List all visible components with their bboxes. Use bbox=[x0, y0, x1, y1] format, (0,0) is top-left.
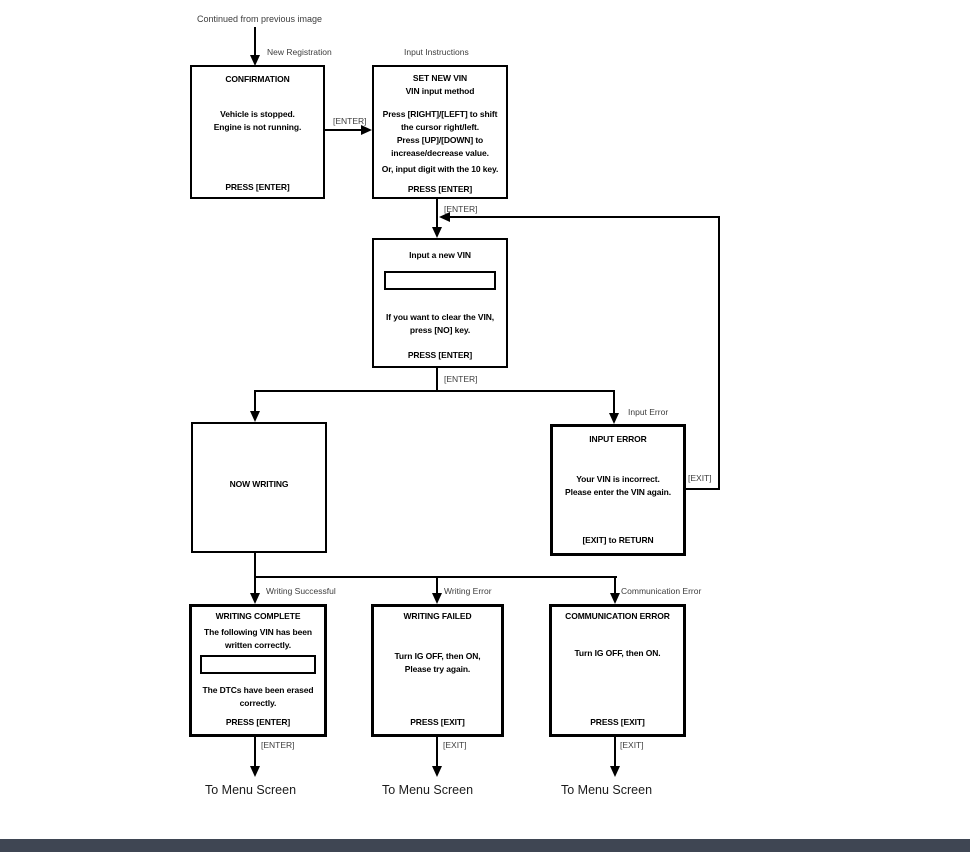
writing-failed-screen-box: WRITING FAILED Turn IG OFF, then ON, Ple… bbox=[371, 604, 504, 737]
branch-label-writing-error: Writing Error bbox=[444, 586, 492, 596]
exit-key-label: [EXIT] bbox=[688, 473, 712, 483]
arrow-down-icon bbox=[250, 411, 260, 422]
box-line: The DTCs have been erased bbox=[202, 685, 314, 695]
box-line: Please enter the VIN again. bbox=[565, 487, 671, 497]
writing-complete-screen-box: WRITING COMPLETE The following VIN has b… bbox=[189, 604, 327, 737]
now-writing-screen-box: NOW WRITING bbox=[191, 422, 327, 553]
to-menu-screen-label: To Menu Screen bbox=[382, 783, 474, 797]
box-line: Press [UP]/[DOWN] to bbox=[396, 135, 484, 145]
vin-output-field bbox=[200, 655, 316, 674]
box-subtitle: VIN input method bbox=[405, 86, 475, 96]
enter-key-label: [ENTER] bbox=[444, 204, 478, 214]
branch-label-input-error: Input Error bbox=[628, 407, 669, 417]
arrow-down-icon bbox=[432, 593, 442, 604]
box-title: SET NEW VIN bbox=[412, 73, 468, 83]
box-line: Turn IG OFF, then ON, bbox=[394, 651, 481, 661]
input-error-screen-box: INPUT ERROR Your VIN is incorrect. Pleas… bbox=[550, 424, 686, 556]
connector-comm-exit bbox=[614, 737, 616, 767]
box-line: press [NO] key. bbox=[409, 325, 471, 335]
box-title: COMMUNICATION ERROR bbox=[565, 611, 670, 621]
connector-failed-exit bbox=[436, 737, 438, 767]
arrow-down-icon bbox=[250, 766, 260, 777]
connector-branch-2-left bbox=[254, 576, 256, 594]
enter-key-label: [ENTER] bbox=[261, 740, 295, 750]
press-key-label: PRESS [ENTER] bbox=[225, 717, 291, 727]
arrow-down-icon bbox=[250, 593, 260, 604]
press-key-label: PRESS [ENTER] bbox=[407, 350, 473, 360]
box-line: written correctly. bbox=[224, 640, 292, 650]
vin-input-field bbox=[384, 271, 496, 290]
box-title: WRITING FAILED bbox=[403, 611, 472, 621]
arrow-down-icon bbox=[250, 55, 260, 66]
box-line: Your VIN is incorrect. bbox=[576, 474, 660, 484]
connector-loop-bottom bbox=[686, 488, 720, 490]
box-line: correctly. bbox=[239, 698, 277, 708]
connector-loop-right bbox=[718, 216, 720, 490]
enter-key-label: [ENTER] bbox=[444, 374, 478, 384]
box-line: The following VIN has been bbox=[204, 627, 312, 637]
box-line: Press [RIGHT]/[LEFT] to shift bbox=[382, 109, 498, 119]
box-line: Turn IG OFF, then ON. bbox=[574, 648, 661, 658]
branch-label-new-registration: New Registration bbox=[267, 47, 332, 57]
branch-label-input-instructions: Input Instructions bbox=[404, 47, 469, 57]
branch-label-writing-successful: Writing Successful bbox=[266, 586, 336, 596]
input-new-vin-screen-box: Input a new VIN If you want to clear the… bbox=[372, 238, 508, 368]
box-title: NOW WRITING bbox=[229, 479, 289, 489]
arrow-down-icon bbox=[610, 593, 620, 604]
confirmation-screen-box: CONFIRMATION Vehicle is stopped. Engine … bbox=[190, 65, 325, 199]
box-line: Please try again. bbox=[404, 664, 471, 674]
connector-input-down bbox=[436, 368, 438, 392]
box-line: If you want to clear the VIN, bbox=[385, 312, 495, 322]
press-key-label: PRESS [ENTER] bbox=[407, 184, 473, 194]
connector-branch-1 bbox=[254, 390, 615, 392]
communication-error-screen-box: COMMUNICATION ERROR Turn IG OFF, then ON… bbox=[549, 604, 686, 737]
arrow-down-icon bbox=[610, 766, 620, 777]
arrow-down-icon bbox=[609, 413, 619, 424]
connector-branch-1-left bbox=[254, 390, 256, 412]
box-title: WRITING COMPLETE bbox=[215, 611, 301, 621]
connector-loop-top bbox=[450, 216, 720, 218]
box-title: CONFIRMATION bbox=[225, 74, 290, 84]
exit-key-label: [EXIT] bbox=[620, 740, 644, 750]
box-title: INPUT ERROR bbox=[589, 434, 647, 444]
box-line: the cursor right/left. bbox=[400, 122, 480, 132]
connector-writing-down bbox=[254, 553, 256, 578]
press-key-label: PRESS [EXIT] bbox=[410, 717, 465, 727]
box-line: Or, input digit with the 10 key. bbox=[381, 164, 499, 174]
connector-branch-2 bbox=[254, 576, 617, 578]
arrow-down-icon bbox=[432, 227, 442, 238]
arrow-right-icon bbox=[361, 125, 372, 135]
box-line: Engine is not running. bbox=[213, 122, 302, 132]
taskbar-strip bbox=[0, 839, 970, 852]
to-menu-screen-label: To Menu Screen bbox=[561, 783, 653, 797]
box-title: Input a new VIN bbox=[409, 250, 471, 260]
to-menu-screen-label: To Menu Screen bbox=[205, 783, 297, 797]
enter-key-label: [ENTER] bbox=[333, 116, 367, 126]
press-key-label: [EXIT] to RETURN bbox=[582, 535, 654, 545]
connector-set-to-input bbox=[436, 199, 438, 228]
arrow-down-icon bbox=[432, 766, 442, 777]
set-new-vin-screen-box: SET NEW VIN VIN input method Press [RIGH… bbox=[372, 65, 508, 199]
continued-from-label: Continued from previous image bbox=[197, 14, 323, 24]
connector-branch-2-mid bbox=[436, 576, 438, 594]
box-line: increase/decrease value. bbox=[391, 148, 489, 158]
connector-branch-1-right bbox=[613, 390, 615, 414]
connector-entry-line bbox=[254, 27, 256, 56]
press-key-label: PRESS [ENTER] bbox=[225, 182, 290, 192]
connector-branch-2-right bbox=[614, 576, 616, 594]
arrow-left-icon bbox=[439, 212, 450, 222]
connector-confirm-to-set bbox=[325, 129, 362, 131]
press-key-label: PRESS [EXIT] bbox=[590, 717, 645, 727]
connector-complete-exit bbox=[254, 737, 256, 767]
exit-key-label: [EXIT] bbox=[443, 740, 467, 750]
branch-label-communication-error: Communication Error bbox=[621, 586, 702, 596]
box-line: Vehicle is stopped. bbox=[220, 109, 295, 119]
